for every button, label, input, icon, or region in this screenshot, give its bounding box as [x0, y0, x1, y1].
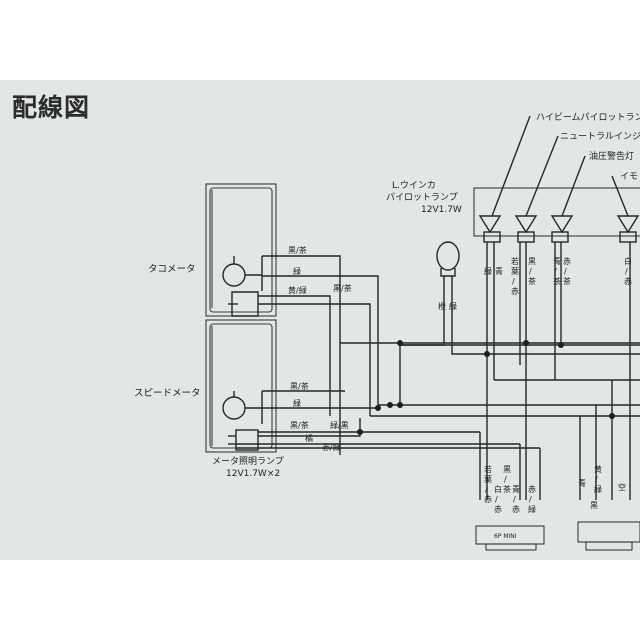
connector-wire-char: 赤 — [484, 495, 492, 504]
page-title: 配線図 — [12, 93, 91, 122]
pilot-wire-labels: 緑 青 若 葉 / 赤 黒 / 茶 青 / 茶 赤 / 茶 白 / 赤 — [484, 256, 632, 296]
left-turn-wire-label: 橙 — [438, 301, 446, 311]
pilot-lamp-unit-4 — [616, 215, 640, 243]
connector-wire-char: / — [504, 475, 507, 484]
pilot-wire-char: / — [564, 267, 567, 276]
connector-wire-char: 黒 — [503, 465, 511, 474]
connector-wire-char: / — [529, 495, 532, 504]
speedo-wire-label-3: 黒/茶 — [290, 420, 309, 430]
connector-wire-char: 葉 — [484, 474, 492, 484]
pilot-wire-char: 赤 — [511, 287, 519, 296]
pilot-lamp-unit-3 — [550, 215, 574, 243]
left-turn-wire-label-2: 緑 — [449, 301, 457, 311]
connector-wire-char: / — [595, 475, 598, 484]
left-turn-lamp-label-2: パイロットランプ — [386, 192, 458, 203]
connector-wire-char: 黒 — [590, 501, 598, 510]
tacho-wire-label-4: 黒/茶 — [333, 283, 352, 293]
connector-wire-char: 赤 — [528, 485, 536, 494]
pilot-wire-char: 青 — [553, 256, 561, 266]
tacho-wire-label-3: 黄/緑 — [288, 285, 307, 295]
wiring-diagram: タコメータ スピードメータ メータ照明ランプ 12V1.7W×2 黒/茶 緑 黄… — [134, 112, 640, 551]
pilot-lamp-wires — [486, 242, 631, 500]
tachometer-wires — [258, 255, 379, 455]
speedo-wire-label-2: 緑 — [293, 398, 301, 408]
pilot-wire-char: 白 — [624, 256, 632, 266]
pilot-wire-char: 黒 — [528, 257, 536, 266]
connector-wire-char: 若 — [484, 464, 492, 474]
speedometer-label: スピードメータ — [134, 388, 201, 399]
pilot-wire-char: / — [625, 267, 628, 276]
pilot-lamp-unit-1 — [478, 215, 502, 243]
pilot-wire-char: 若 — [511, 256, 519, 266]
bus-wires — [340, 342, 640, 500]
connector-wire-char: / — [485, 485, 488, 494]
speedometer-bulb-icon — [222, 391, 263, 424]
pilot-label-oil: 油圧警告灯 — [589, 150, 634, 162]
connector-wire-char: 緑 — [528, 504, 536, 514]
pilot-wire-char: 赤 — [563, 257, 571, 266]
speedometer-wires — [236, 390, 540, 449]
junction-dots — [357, 340, 615, 435]
pilot-wire-char: / — [512, 277, 515, 286]
speedo-wire-label-4: 緑/黒 — [330, 420, 349, 430]
connector-wire-char: 青 — [512, 484, 520, 494]
left-turn-lamp-spec: 12V1.7W — [421, 205, 462, 215]
pilot-wire-char: 茶 — [563, 276, 571, 286]
pilot-label-immobi: イモ — [620, 172, 638, 182]
connector-wire-char: 茶 — [503, 484, 511, 494]
pilot-wire-char: 葉 — [511, 266, 519, 276]
connector-6p-mini — [475, 525, 545, 551]
tachometer-label: タコメータ — [148, 264, 196, 275]
connector-label: 6P MINI — [494, 533, 517, 540]
pilot-lamp-units — [478, 215, 640, 243]
speedo-wire-label-6: 赤/緑 — [322, 442, 341, 452]
connector-wire-char: 白 — [494, 484, 502, 494]
meter-lamp-label: メータ照明ランプ — [212, 456, 284, 467]
pilot-wire-char: 赤 — [624, 277, 632, 286]
pilot-label-high-beam: ハイビームパイロットラン — [536, 112, 640, 123]
connector-wire-char: 青 — [578, 478, 586, 488]
speedo-wire-label-5: 橘 — [305, 433, 313, 443]
pilot-lamp-unit-2 — [514, 215, 538, 243]
left-turn-lamp-label-1: L.ウインカ — [392, 180, 436, 191]
tachometer-coil-icon — [228, 291, 259, 317]
tacho-wire-label-2: 緑 — [293, 266, 301, 276]
speedo-wire-label-1: 黒/茶 — [290, 381, 309, 391]
connector-wire-char: 赤 — [494, 505, 502, 514]
speedometer-coil-icon — [228, 429, 259, 451]
tacho-wire-label-1: 黒/茶 — [288, 245, 307, 255]
connector-wire-char: 黄 — [594, 464, 602, 474]
pilot-wire-char: 茶 — [528, 276, 536, 286]
meter-lamp-spec: 12V1.7W×2 — [226, 469, 280, 479]
pilot-wire-char: / — [529, 267, 532, 276]
connector-wire-char: / — [513, 495, 516, 504]
pilot-label-neutral: ニュートラルインジ — [560, 131, 640, 142]
left-turn-pilot-lamp-icon — [436, 241, 460, 277]
connector-right — [577, 521, 640, 551]
wiring-diagram-sheet: 配線図 — [0, 80, 640, 560]
pilot-wire-char: 緑 — [484, 266, 492, 276]
tachometer-bulb-icon — [222, 256, 263, 291]
connector-wire-char: / — [495, 495, 498, 504]
pilot-lamp-housing — [473, 187, 640, 237]
connector-wire-labels: 若 葉 / 赤 白 / 赤 黒 / 茶 青 / 赤 赤 / 緑 青 黄 / 緑 — [484, 464, 626, 514]
pilot-wire-char: 茶 — [553, 276, 561, 286]
connector-wire-char: 赤 — [512, 505, 520, 514]
connector-wire-char: 緑 — [594, 484, 602, 494]
pilot-wire-char: 青 — [495, 266, 503, 276]
pilot-label-leaders — [491, 115, 629, 217]
connector-wire-char: 空 — [618, 482, 626, 492]
